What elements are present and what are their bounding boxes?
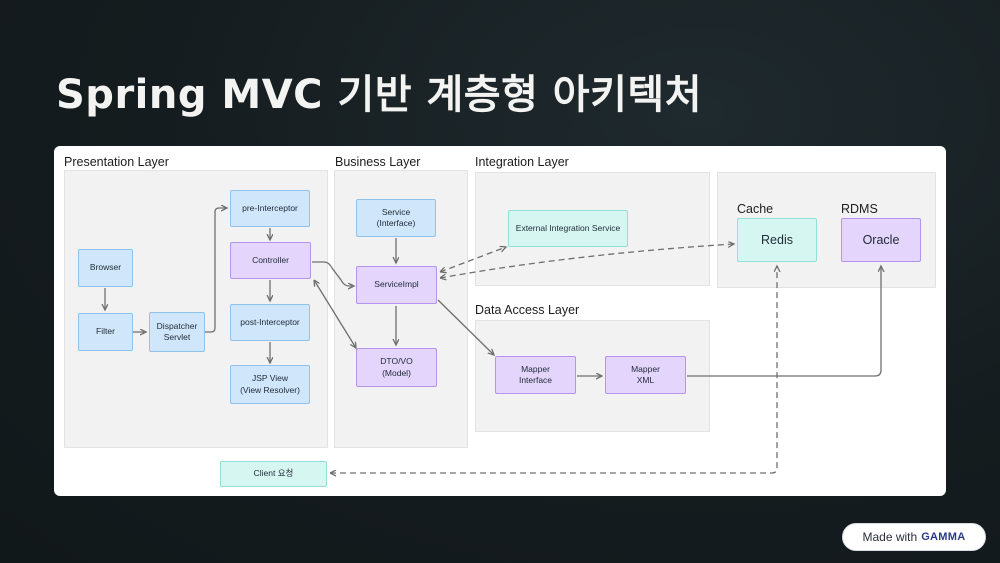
dto-vo-node: DTO/VO (Model) (356, 348, 437, 387)
integration-layer-label: Integration Layer (475, 155, 569, 169)
service-impl-node: ServiceImpl (356, 266, 437, 304)
browser-node: Browser (78, 249, 133, 287)
controller-node: Controller (230, 242, 311, 279)
client-request-node: Client 요청 (220, 461, 327, 487)
cache-label: Cache (737, 202, 774, 216)
made-with-gamma-badge[interactable]: Made with GAMMA (842, 523, 986, 551)
filter-node: Filter (78, 313, 133, 351)
gamma-logo: GAMMA (921, 531, 966, 543)
badge-prefix: Made with (862, 530, 918, 544)
presentation-layer-label: Presentation Layer (64, 155, 169, 169)
mapper-interface-node: Mapper Interface (495, 356, 576, 394)
oracle-node: Oracle (841, 218, 921, 262)
service-interface-node: Service (Interface) (356, 199, 436, 237)
jsp-view-node: JSP View (View Resolver) (230, 365, 310, 404)
page-title: Spring MVC 기반 계층형 아키텍처 (56, 72, 703, 118)
rdms-label: RDMS (841, 202, 878, 216)
dispatcher-servlet-node: Dispatcher Servlet (149, 312, 205, 352)
data-access-layer-label: Data Access Layer (475, 303, 580, 317)
redis-node: Redis (737, 218, 817, 262)
post-interceptor-node: post-Interceptor (230, 304, 310, 341)
business-layer-label: Business Layer (335, 155, 421, 169)
architecture-diagram: Presentation Layer Business Layer Integr… (54, 146, 946, 496)
pre-interceptor-node: pre-Interceptor (230, 190, 310, 227)
mapper-xml-node: Mapper XML (605, 356, 686, 394)
external-integration-service-node: External Integration Service (508, 210, 628, 247)
